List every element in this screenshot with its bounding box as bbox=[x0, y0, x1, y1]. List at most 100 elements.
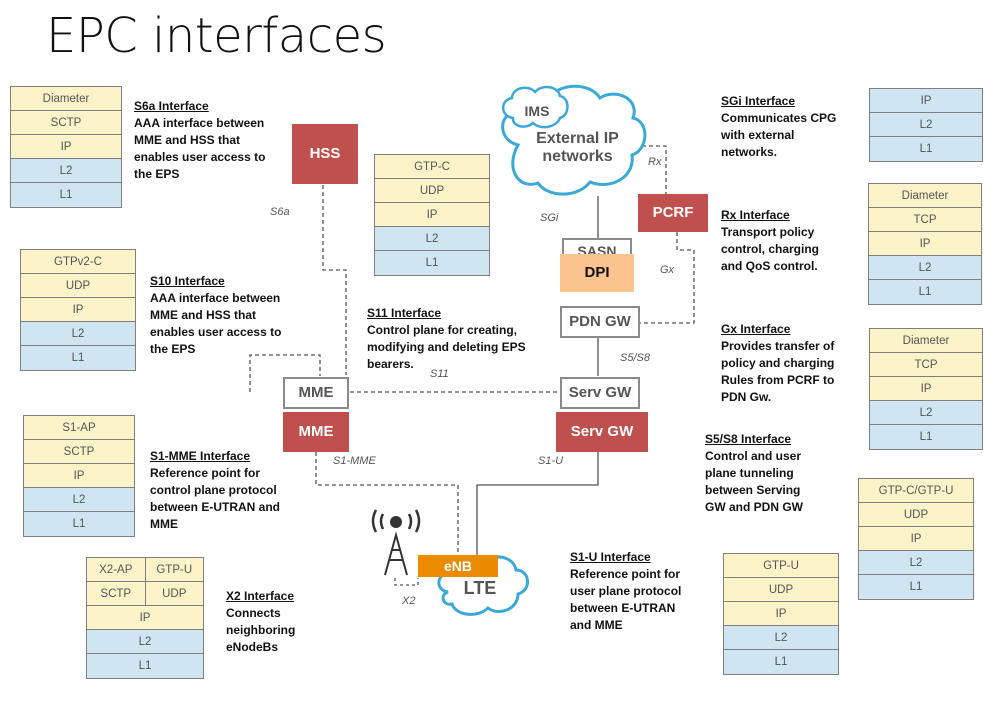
s1-u-protocol-stack: GTP-U UDP IP L2 L1 bbox=[723, 553, 839, 675]
antenna-head-icon bbox=[390, 516, 402, 528]
stack-layer: IP bbox=[24, 464, 134, 488]
s10-protocol-stack: GTPv2-C UDP IP L2 L1 bbox=[20, 249, 136, 371]
s1-u-description: S1-U Interface Reference point for user … bbox=[570, 549, 695, 634]
stack-layer: SCTP bbox=[11, 111, 121, 135]
stack-layer: L2 bbox=[724, 626, 838, 650]
stack-layer-split: X2-AP GTP-U bbox=[87, 558, 203, 582]
rx-text: Transport policy control, charging and Q… bbox=[721, 225, 820, 273]
s10-text: AAA interface between MME and HSS that e… bbox=[150, 291, 282, 356]
s6a-text: AAA interface between MME and HSS that e… bbox=[134, 116, 266, 181]
s5s8-heading: S5/S8 Interface bbox=[705, 432, 792, 446]
stack-layer: L1 bbox=[859, 575, 973, 599]
gx-link-label: Gx bbox=[660, 264, 675, 276]
s6a-link bbox=[322, 185, 347, 375]
s11-link-label: S11 bbox=[430, 368, 449, 380]
mme-red-node: MME bbox=[283, 412, 349, 452]
s5s8-protocol-stack: GTP-C/GTP-U UDP IP L2 L1 bbox=[858, 478, 974, 600]
x2-link-label: X2 bbox=[402, 595, 416, 607]
gx-protocol-stack: Diameter TCP IP L2 L1 bbox=[869, 328, 983, 450]
stack-layer: X2-AP bbox=[87, 558, 146, 581]
s1-mme-description: S1-MME Interface Reference point for con… bbox=[150, 448, 300, 533]
stack-layer: L2 bbox=[11, 159, 121, 183]
stack-layer: L2 bbox=[375, 227, 489, 251]
serv-gw-red-node: Serv GW bbox=[556, 412, 648, 452]
stack-layer: L2 bbox=[870, 401, 982, 425]
stack-layer: Diameter bbox=[870, 329, 982, 353]
hss-node: HSS bbox=[292, 124, 358, 184]
stack-layer: SCTP bbox=[87, 582, 146, 605]
s1-u-link-label: S1-U bbox=[538, 455, 564, 467]
s1-mme-protocol-stack: S1-AP SCTP IP L2 L1 bbox=[23, 415, 135, 537]
stack-layer: L2 bbox=[870, 113, 982, 137]
s6a-description: S6a Interface AAA interface between MME … bbox=[134, 98, 284, 183]
stack-layer: UDP bbox=[21, 274, 135, 298]
s11-description: S11 Interface Control plane for creating… bbox=[367, 305, 532, 373]
gx-heading: Gx Interface bbox=[721, 322, 791, 336]
gx-description: Gx Interface Provides transfer of policy… bbox=[721, 321, 841, 406]
stack-layer: UDP bbox=[724, 578, 838, 602]
page-title: EPC interfaces bbox=[46, 8, 387, 64]
s6a-protocol-stack: Diameter SCTP IP L2 L1 bbox=[10, 86, 122, 208]
rx-description: Rx Interface Transport policy control, c… bbox=[721, 207, 831, 275]
gx-link bbox=[640, 232, 695, 324]
s5s8-description: S5/S8 Interface Control and user plane t… bbox=[705, 431, 820, 516]
sasn-node: SASN bbox=[562, 238, 632, 256]
stack-layer: L1 bbox=[870, 425, 982, 449]
pcrf-node: PCRF bbox=[638, 194, 708, 232]
s10-link bbox=[249, 354, 321, 392]
serv-gw-white-node: Serv GW bbox=[560, 377, 640, 409]
gx-text: Provides transfer of policy and charging… bbox=[721, 339, 835, 404]
stack-layer: GTP-U bbox=[724, 554, 838, 578]
s5s8-text: Control and user plane tunneling between… bbox=[705, 449, 803, 514]
s1-mme-link bbox=[315, 452, 459, 555]
s10-heading: S10 Interface bbox=[150, 274, 225, 288]
stack-layer: IP bbox=[870, 89, 982, 113]
sgi-description: SGi Interface Communicates CPG with exte… bbox=[721, 93, 841, 161]
dpi-node: DPI bbox=[560, 254, 634, 292]
sgi-protocol-stack: IP L2 L1 bbox=[869, 88, 983, 162]
s11-text: Control plane for creating, modifying an… bbox=[367, 323, 526, 371]
stack-layer: IP bbox=[724, 602, 838, 626]
stack-layer: IP bbox=[87, 606, 203, 630]
mme-white-node: MME bbox=[283, 377, 349, 409]
stack-layer: TCP bbox=[870, 353, 982, 377]
s1-u-heading: S1-U Interface bbox=[570, 550, 651, 564]
stack-layer: L2 bbox=[87, 630, 203, 654]
stack-layer: IP bbox=[11, 135, 121, 159]
s1-u-link bbox=[476, 452, 599, 555]
stack-layer: L1 bbox=[375, 251, 489, 275]
stack-layer: SCTP bbox=[24, 440, 134, 464]
s1-u-text: Reference point for user plane protocol … bbox=[570, 567, 682, 632]
s10-description: S10 Interface AAA interface between MME … bbox=[150, 273, 300, 358]
stack-layer: GTP-C bbox=[375, 155, 489, 179]
stack-layer: L1 bbox=[87, 654, 203, 678]
stack-layer: S1-AP bbox=[24, 416, 134, 440]
stack-layer: Diameter bbox=[11, 87, 121, 111]
s1-mme-text: Reference point for control plane protoc… bbox=[150, 466, 281, 531]
sgi-heading: SGi Interface bbox=[721, 94, 796, 108]
antenna-tower-icon bbox=[371, 509, 421, 576]
stack-layer: GTP-U bbox=[156, 564, 193, 576]
rx-link bbox=[635, 145, 667, 194]
stack-layer: IP bbox=[375, 203, 489, 227]
stack-layer: L1 bbox=[21, 346, 135, 370]
stack-layer: L1 bbox=[869, 280, 981, 304]
x2-heading: X2 Interface bbox=[226, 589, 295, 603]
x2-link bbox=[394, 578, 419, 586]
s11-heading: S11 Interface bbox=[367, 306, 442, 320]
lte-label: LTE bbox=[463, 578, 497, 598]
stack-layer: L2 bbox=[869, 256, 981, 280]
stack-layer: IP bbox=[870, 377, 982, 401]
stack-layer: L1 bbox=[24, 512, 134, 536]
external-networks-label: External IP networks bbox=[536, 130, 619, 165]
enb-node: eNB bbox=[418, 555, 498, 577]
stack-layer: Diameter bbox=[869, 184, 981, 208]
rx-link-label: Rx bbox=[648, 156, 662, 168]
ims-cloud-shape bbox=[501, 85, 569, 129]
stack-layer: GTP-C/GTP-U bbox=[859, 479, 973, 503]
stack-layer: UDP bbox=[375, 179, 489, 203]
s6a-link-label: S6a bbox=[270, 206, 290, 218]
stack-layer: L1 bbox=[11, 183, 121, 207]
pdn-gw-node: PDN GW bbox=[560, 306, 640, 338]
